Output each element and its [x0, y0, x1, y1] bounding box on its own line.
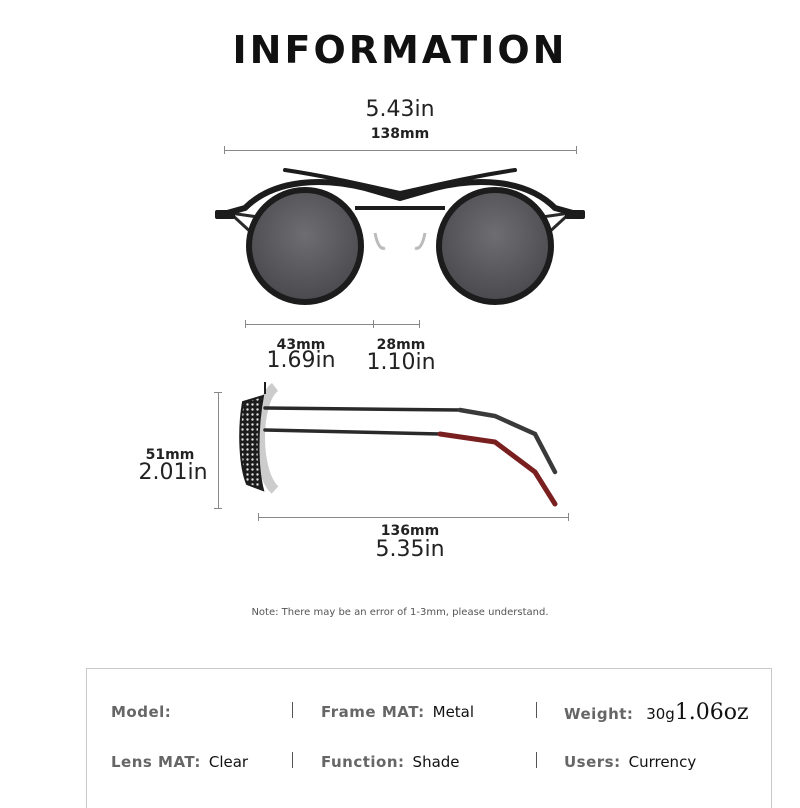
total-width-tick-right	[576, 146, 577, 154]
lens-width-tick-mid	[373, 320, 374, 328]
spec-users-label: Users:	[564, 753, 621, 771]
temple-length-tick-left	[258, 513, 259, 521]
total-width-tick-left	[224, 146, 225, 154]
spec-function-label: Function:	[321, 753, 405, 771]
spec-separator	[292, 702, 293, 718]
spec-model-label: Model:	[111, 703, 172, 721]
spec-separator	[536, 752, 537, 768]
bridge-width-line	[373, 324, 419, 325]
spec-function: Function: Shade	[321, 753, 460, 771]
spec-weight: Weight: 30g1.06oz	[564, 700, 749, 725]
lens-width-mm: 43mm	[276, 337, 326, 353]
spec-users: Users: Currency	[564, 753, 696, 771]
glasses-front-view	[215, 168, 585, 305]
spec-frame-mat-label: Frame MAT:	[321, 703, 425, 721]
lens-height-line	[218, 392, 219, 508]
spec-lens-mat-value: Clear	[208, 753, 249, 771]
spec-table	[86, 668, 772, 808]
spec-weight-label: Weight:	[564, 705, 634, 723]
temple-length-tick-right	[568, 513, 569, 521]
spec-frame-mat-value: Metal	[432, 703, 475, 721]
lens-height-tick-top	[214, 392, 222, 393]
spec-model: Model:	[111, 703, 179, 721]
spec-weight-grams: 30g	[646, 705, 675, 723]
total-width-line	[224, 150, 576, 151]
temple-length-mm: 136mm	[380, 523, 440, 539]
lens-width-tick-left	[245, 320, 246, 328]
lens-width-line	[245, 324, 373, 325]
spec-frame-mat: Frame MAT: Metal	[321, 703, 474, 721]
bridge-width-tick-right	[419, 320, 420, 328]
bridge-width-inches: 1.10in	[366, 350, 436, 375]
temple-length-inches: 5.35in	[375, 537, 445, 562]
total-width-inches: 5.43in	[365, 97, 435, 122]
spec-separator	[292, 752, 293, 768]
measurement-note: Note: There may be an error of 1-3mm, pl…	[251, 607, 549, 618]
spec-users-value: Currency	[628, 753, 697, 771]
temple-length-line	[258, 517, 568, 518]
spec-separator	[536, 702, 537, 718]
spec-function-value: Shade	[412, 753, 460, 771]
spec-weight-ounces: 1.06oz	[674, 700, 749, 725]
lens-width-inches: 1.69in	[266, 348, 336, 373]
glasses-side-view	[239, 382, 558, 507]
bridge-width-mm: 28mm	[376, 337, 426, 353]
spec-lens-mat-label: Lens MAT:	[111, 753, 201, 771]
lens-height-inches: 2.01in	[138, 460, 208, 485]
spec-lens-mat: Lens MAT: Clear	[111, 753, 248, 771]
lens-height-tick-bottom	[214, 508, 222, 509]
page-title: INFORMATION	[232, 28, 568, 72]
total-width-mm: 138mm	[370, 126, 430, 142]
lens-height-mm: 51mm	[145, 447, 195, 463]
